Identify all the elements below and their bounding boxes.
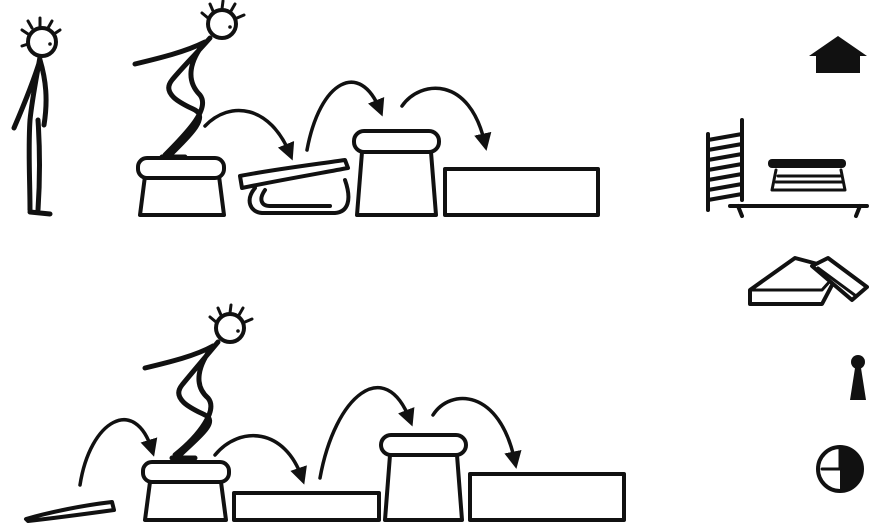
standing-figure [14,18,60,214]
jump-arrow [320,388,410,478]
vaulting-box [381,435,466,520]
timer-icon[interactable] [818,447,862,491]
jumping-figure [145,305,252,458]
jump-arrow [205,110,290,154]
figure-body [145,342,218,458]
person-icon[interactable] [850,355,866,400]
vaulting-box [354,131,439,215]
figure-head [202,1,244,38]
sequence-2 [26,305,624,521]
jump-arrow [80,420,152,485]
landing-mat [470,474,624,520]
figure-head [210,305,252,342]
gym-equipment-icon[interactable] [708,120,867,216]
figure-body [135,38,210,157]
vaulting-box [138,158,224,215]
sequence-1 [14,1,598,215]
vaulting-box [143,462,229,520]
low-mat [234,493,379,520]
figure-head [22,18,60,56]
landing-mat [445,169,598,215]
springboard [26,502,114,521]
gym-mat-icon[interactable] [750,258,867,304]
figure-body [14,57,50,214]
home-icon[interactable] [809,36,867,73]
jumping-figure [135,1,244,157]
springboard [240,160,348,213]
